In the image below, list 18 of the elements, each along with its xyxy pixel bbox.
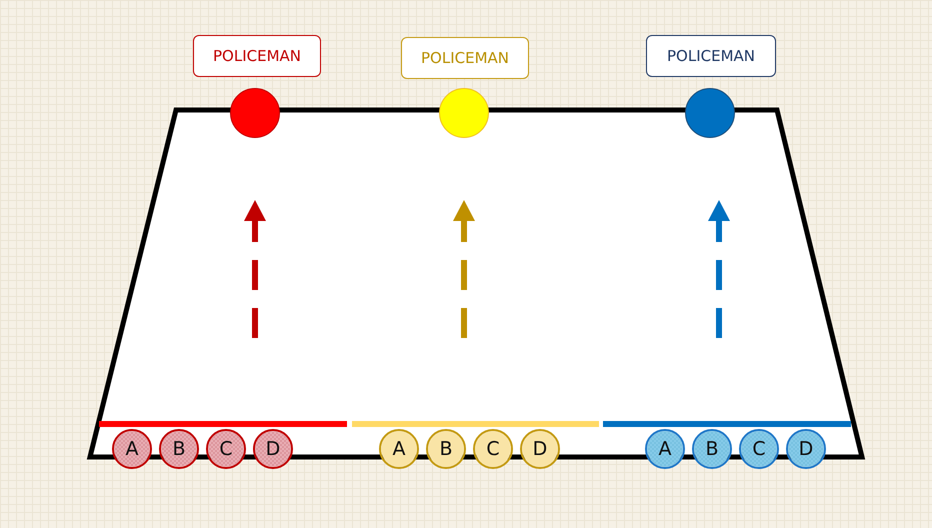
player-token: D (253, 429, 293, 469)
name-label: POLICEMAN (646, 35, 776, 77)
player-token: D (786, 429, 826, 469)
name-label: POLICEMAN (193, 35, 321, 77)
player-token: A (112, 429, 152, 469)
name-label: POLICEMAN (401, 37, 529, 79)
player-token: C (739, 429, 779, 469)
player-token: C (206, 429, 246, 469)
player-token: B (426, 429, 466, 469)
player-token: B (692, 429, 732, 469)
player-circle (439, 88, 489, 138)
player-token: C (473, 429, 513, 469)
player-token: B (159, 429, 199, 469)
player-circle (230, 88, 280, 138)
player-token: A (379, 429, 419, 469)
player-token: A (645, 429, 685, 469)
player-token: D (520, 429, 560, 469)
player-circle (685, 88, 735, 138)
